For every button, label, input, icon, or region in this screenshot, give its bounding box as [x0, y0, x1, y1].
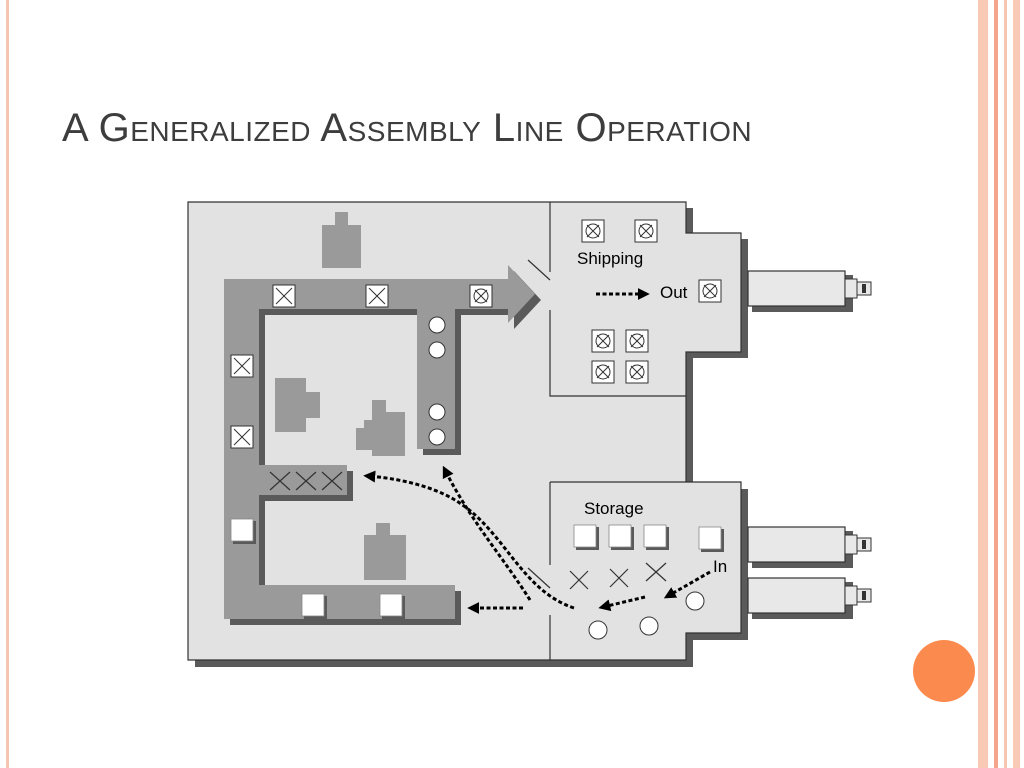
right-frame-line-2 [1004, 0, 1007, 768]
left-frame-line [6, 0, 9, 768]
right-frame-line-1 [994, 0, 998, 768]
slide-title: A Generalized Assembly Line Operation [62, 106, 753, 150]
packaged-box-icon [581, 219, 605, 243]
factory-floor [187, 201, 748, 667]
truck-in-1 [747, 526, 872, 568]
workstation-icon [322, 212, 361, 268]
x-box-icon [230, 354, 254, 378]
packaged-box-icon [591, 329, 615, 353]
slide-bullet-dot [913, 640, 975, 702]
packaged-box-icon [698, 279, 722, 303]
packaged-box-icon [625, 329, 649, 353]
shipping-label: Shipping [577, 249, 643, 268]
workstation-icon [364, 523, 406, 580]
shipping-room [527, 202, 686, 397]
parts-xxx [269, 471, 343, 491]
finished-goods [469, 219, 722, 384]
right-frame-line-3 [1013, 0, 1020, 768]
storage-label: Storage [584, 499, 644, 518]
right-frame-band [978, 0, 988, 768]
in-label: In [713, 557, 727, 576]
plain-boxes [230, 518, 724, 619]
work-items [230, 284, 389, 449]
storage-items [569, 562, 705, 640]
storage-room [527, 481, 686, 660]
workstation-icon [275, 378, 320, 432]
packaged-box-icon [634, 219, 658, 243]
conveyor-line [224, 265, 541, 625]
flow-arrows [363, 288, 711, 614]
workstation-icon [356, 400, 405, 456]
packaged-box-icon [469, 284, 493, 308]
packaged-box-icon [625, 360, 649, 384]
x-box-icon [365, 284, 389, 308]
packaged-box-icon [591, 360, 615, 384]
parts-circles [428, 316, 446, 446]
x-box-icon [230, 425, 254, 449]
truck-out [747, 270, 872, 312]
workstations [275, 212, 406, 580]
x-box-icon [272, 284, 296, 308]
truck-in-2 [747, 577, 872, 619]
out-label: Out [660, 283, 688, 302]
